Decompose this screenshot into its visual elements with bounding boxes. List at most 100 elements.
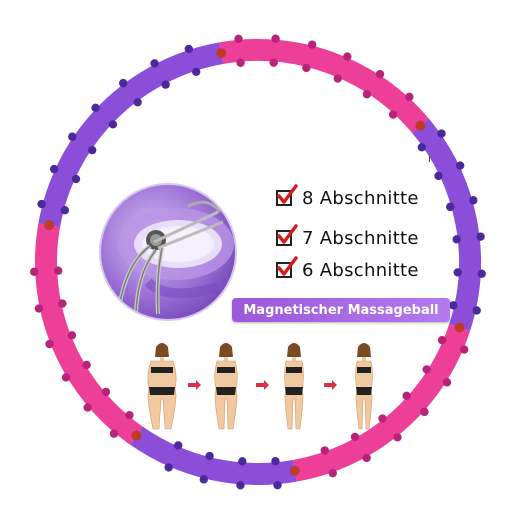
woman-silhouette-icon bbox=[355, 343, 373, 430]
massage-bead bbox=[476, 232, 485, 241]
segment-joint bbox=[415, 120, 426, 131]
massage-bead bbox=[437, 129, 446, 138]
massage-bead bbox=[459, 345, 469, 354]
segment-joints bbox=[44, 48, 465, 476]
massage-bead bbox=[53, 266, 63, 275]
massage-bead bbox=[133, 98, 142, 107]
massage-bead bbox=[199, 475, 209, 484]
massage-bead bbox=[82, 360, 91, 370]
massage-bead bbox=[58, 299, 67, 308]
massage-bead bbox=[236, 481, 245, 490]
checkbox-checked-icon bbox=[276, 224, 298, 246]
feature-label: 7 Abschnitte bbox=[302, 227, 419, 249]
magnet-clip-closeup bbox=[99, 183, 237, 321]
massage-bead bbox=[184, 44, 193, 54]
massage-bead bbox=[269, 58, 278, 67]
massage-bead bbox=[449, 301, 458, 310]
massage-bead bbox=[472, 306, 481, 315]
massage-bead bbox=[446, 202, 455, 212]
weight-loss-progression bbox=[147, 343, 373, 430]
massage-bead bbox=[87, 145, 97, 155]
massage-bead bbox=[328, 468, 337, 478]
massage-bead bbox=[161, 80, 170, 89]
massage-bead bbox=[378, 414, 387, 423]
hoop-segment bbox=[292, 324, 471, 482]
massage-bead bbox=[343, 52, 352, 61]
massage-bead bbox=[67, 331, 77, 340]
massage-bead bbox=[234, 34, 243, 44]
massage-bead bbox=[49, 164, 59, 174]
magnetic-ball-badge: Magnetischer Massageball bbox=[232, 298, 450, 322]
feature-item: 7 Abschnitte bbox=[276, 224, 419, 250]
massage-bead bbox=[164, 463, 173, 472]
massage-beads bbox=[30, 34, 486, 490]
feature-item: 6 Abschnitte bbox=[276, 256, 419, 282]
massage-bead bbox=[417, 143, 427, 152]
massage-bead bbox=[420, 407, 429, 417]
hoop-segment bbox=[411, 118, 481, 331]
hoop-segment bbox=[35, 223, 143, 445]
feature-label: 8 Abschnitte bbox=[302, 187, 419, 209]
arrow-right-icon bbox=[188, 380, 337, 390]
feature-item: 8 Abschnitte bbox=[276, 184, 419, 210]
segment-joint bbox=[454, 322, 465, 333]
massage-bead bbox=[191, 67, 201, 76]
massage-bead bbox=[236, 58, 245, 67]
massage-bead bbox=[271, 457, 280, 466]
massage-bead bbox=[37, 199, 46, 209]
segment-joint bbox=[131, 430, 142, 441]
massage-bead bbox=[362, 453, 371, 463]
massage-bead bbox=[405, 92, 414, 102]
massage-bead bbox=[109, 429, 119, 438]
massage-bead bbox=[71, 174, 81, 184]
segment-joint bbox=[216, 48, 227, 59]
segment-joint bbox=[289, 465, 300, 476]
corner-mark: ı bbox=[428, 154, 431, 165]
massage-bead bbox=[393, 433, 402, 442]
massage-bead bbox=[61, 373, 71, 382]
massage-bead bbox=[271, 34, 280, 43]
massage-bead bbox=[108, 120, 118, 129]
woman-silhouette-icon bbox=[214, 343, 238, 430]
massage-bead bbox=[434, 171, 443, 181]
woman-silhouette-icon bbox=[147, 343, 177, 430]
massage-bead bbox=[453, 268, 462, 277]
massage-bead bbox=[30, 267, 39, 276]
magnet-clip-icon bbox=[118, 200, 224, 315]
massage-bead bbox=[238, 457, 247, 466]
massage-bead bbox=[320, 446, 329, 455]
hoop-ring bbox=[35, 39, 481, 485]
massage-bead bbox=[273, 480, 282, 490]
massage-bead bbox=[333, 74, 342, 83]
massage-bead bbox=[34, 304, 44, 313]
massage-bead bbox=[174, 441, 183, 450]
woman-silhouette-icon bbox=[284, 343, 304, 430]
massage-bead bbox=[402, 391, 411, 401]
massage-bead bbox=[307, 40, 317, 49]
massage-bead bbox=[375, 69, 385, 79]
massage-bead bbox=[437, 335, 447, 345]
massage-bead bbox=[68, 132, 77, 141]
massage-bead bbox=[45, 339, 54, 349]
massage-bead bbox=[469, 196, 478, 205]
massage-bead bbox=[362, 90, 372, 99]
checkbox-checked-icon bbox=[276, 256, 298, 278]
massage-bead bbox=[118, 78, 128, 88]
massage-bead bbox=[455, 161, 465, 170]
hoop-segment bbox=[38, 42, 224, 228]
hoop-segment bbox=[219, 39, 429, 133]
massage-bead bbox=[150, 59, 159, 68]
massage-bead bbox=[477, 269, 486, 278]
massage-bead bbox=[442, 378, 452, 387]
segment-joint bbox=[44, 220, 55, 231]
massage-bead bbox=[125, 411, 134, 420]
massage-bead bbox=[422, 365, 431, 374]
massage-bead bbox=[452, 235, 461, 244]
massage-bead bbox=[388, 110, 398, 119]
massage-bead bbox=[205, 451, 214, 461]
checkbox-checked-icon bbox=[276, 184, 298, 206]
massage-bead bbox=[83, 403, 92, 412]
massage-bead bbox=[101, 387, 111, 397]
feature-label: 6 Abschnitte bbox=[302, 259, 419, 281]
